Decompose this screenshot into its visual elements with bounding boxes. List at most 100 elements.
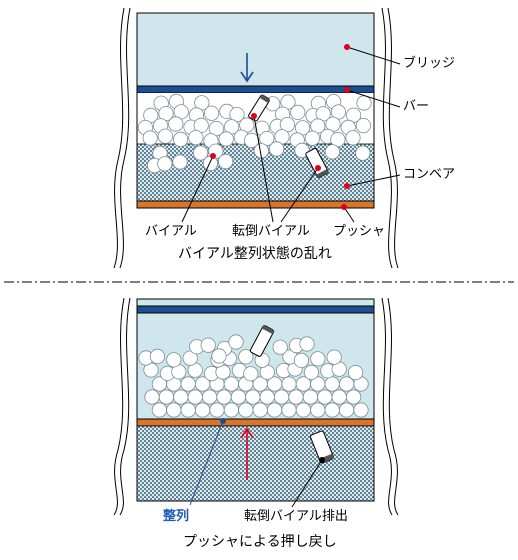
wavy-edge-right-2 — [387, 297, 399, 516]
vial — [173, 131, 189, 147]
vial — [218, 131, 234, 147]
vial — [200, 337, 216, 353]
vial — [238, 349, 254, 365]
vial — [180, 402, 196, 418]
vial — [293, 352, 309, 368]
vial — [182, 350, 198, 366]
vial — [151, 402, 167, 418]
vial — [281, 402, 297, 418]
bottom-panel — [113, 297, 399, 516]
bar — [136, 85, 375, 94]
vial — [324, 376, 340, 392]
leader-lines — [181, 46, 401, 223]
vial — [223, 376, 239, 392]
vial — [149, 348, 165, 364]
vial — [211, 348, 227, 364]
vial — [353, 402, 369, 418]
vial — [195, 402, 211, 418]
vial — [347, 364, 364, 381]
vial — [272, 339, 288, 355]
vial — [338, 402, 355, 418]
vial — [345, 130, 361, 146]
vial — [355, 145, 371, 161]
vial — [157, 156, 173, 172]
vial-label: バイアル — [145, 224, 197, 239]
vial — [216, 389, 232, 405]
vial — [193, 145, 209, 161]
vial — [295, 402, 311, 418]
wavy-edge-left-2 — [119, 7, 131, 269]
vial — [299, 336, 315, 352]
fallen-vial — [305, 148, 329, 179]
vial — [168, 116, 184, 132]
vial — [218, 154, 234, 170]
vial — [157, 128, 173, 144]
conveyor-label: コンベア — [403, 167, 456, 182]
up-arrow — [240, 427, 254, 480]
fallen-vial-discharge-label: 転倒バイアル排出 — [244, 509, 348, 524]
wavy-edge-right-1 — [381, 297, 393, 516]
vial — [230, 389, 246, 405]
vials-bottom — [138, 334, 369, 418]
pusher — [136, 418, 375, 427]
leader-dots — [210, 44, 350, 210]
aligned-label: 整列 — [163, 509, 190, 524]
wavy-edge-left-1 — [113, 7, 125, 269]
fallen-vial — [249, 324, 275, 357]
vial — [259, 389, 275, 405]
vial — [303, 364, 319, 380]
vial — [252, 402, 268, 418]
top-panel-frame — [136, 12, 375, 209]
pusher-label: プッシャ — [333, 224, 386, 239]
vial — [345, 389, 362, 405]
wavy-edge-right-2 — [387, 7, 399, 269]
vial — [223, 402, 239, 418]
vial — [310, 402, 326, 418]
vial — [204, 105, 220, 121]
vial — [166, 402, 182, 418]
vials-top — [137, 93, 372, 174]
pusher — [136, 200, 375, 209]
vial — [180, 376, 196, 392]
vial — [317, 389, 333, 405]
vial — [228, 334, 244, 350]
vial — [243, 366, 259, 382]
bar — [136, 305, 375, 314]
bottom-caption: プッシャによる押し戻し — [183, 534, 337, 550]
vial — [288, 389, 304, 405]
bar-label: バー — [403, 99, 430, 114]
vial — [158, 389, 174, 405]
vial — [273, 389, 290, 405]
wavy-edge-left-2 — [119, 297, 131, 516]
vial — [326, 349, 342, 365]
vial — [144, 389, 160, 405]
vial — [245, 389, 261, 405]
down-arrow — [240, 53, 254, 83]
wavy-edge-right-1 — [381, 7, 393, 269]
top-panel — [113, 7, 401, 269]
vial — [188, 130, 204, 146]
vial — [238, 402, 254, 418]
vial — [304, 130, 320, 146]
vial — [172, 154, 188, 170]
bridge-label: ブリッジ — [403, 56, 456, 71]
conveyor — [136, 425, 375, 502]
fallen-vial-label: 転倒バイアル — [232, 224, 310, 239]
vial — [324, 402, 340, 418]
vial — [310, 351, 326, 367]
vial — [356, 95, 372, 111]
vial — [290, 104, 306, 121]
vial — [202, 155, 218, 171]
bridge — [136, 12, 375, 87]
vial — [355, 118, 371, 134]
vial — [142, 130, 158, 146]
vial — [202, 389, 218, 405]
vial — [173, 389, 189, 405]
top-caption: バイアル整列状態の乱れ — [178, 246, 332, 262]
vial — [281, 376, 297, 392]
vial — [331, 389, 347, 405]
vial — [166, 352, 182, 368]
vial — [268, 141, 285, 157]
vial — [266, 402, 283, 418]
